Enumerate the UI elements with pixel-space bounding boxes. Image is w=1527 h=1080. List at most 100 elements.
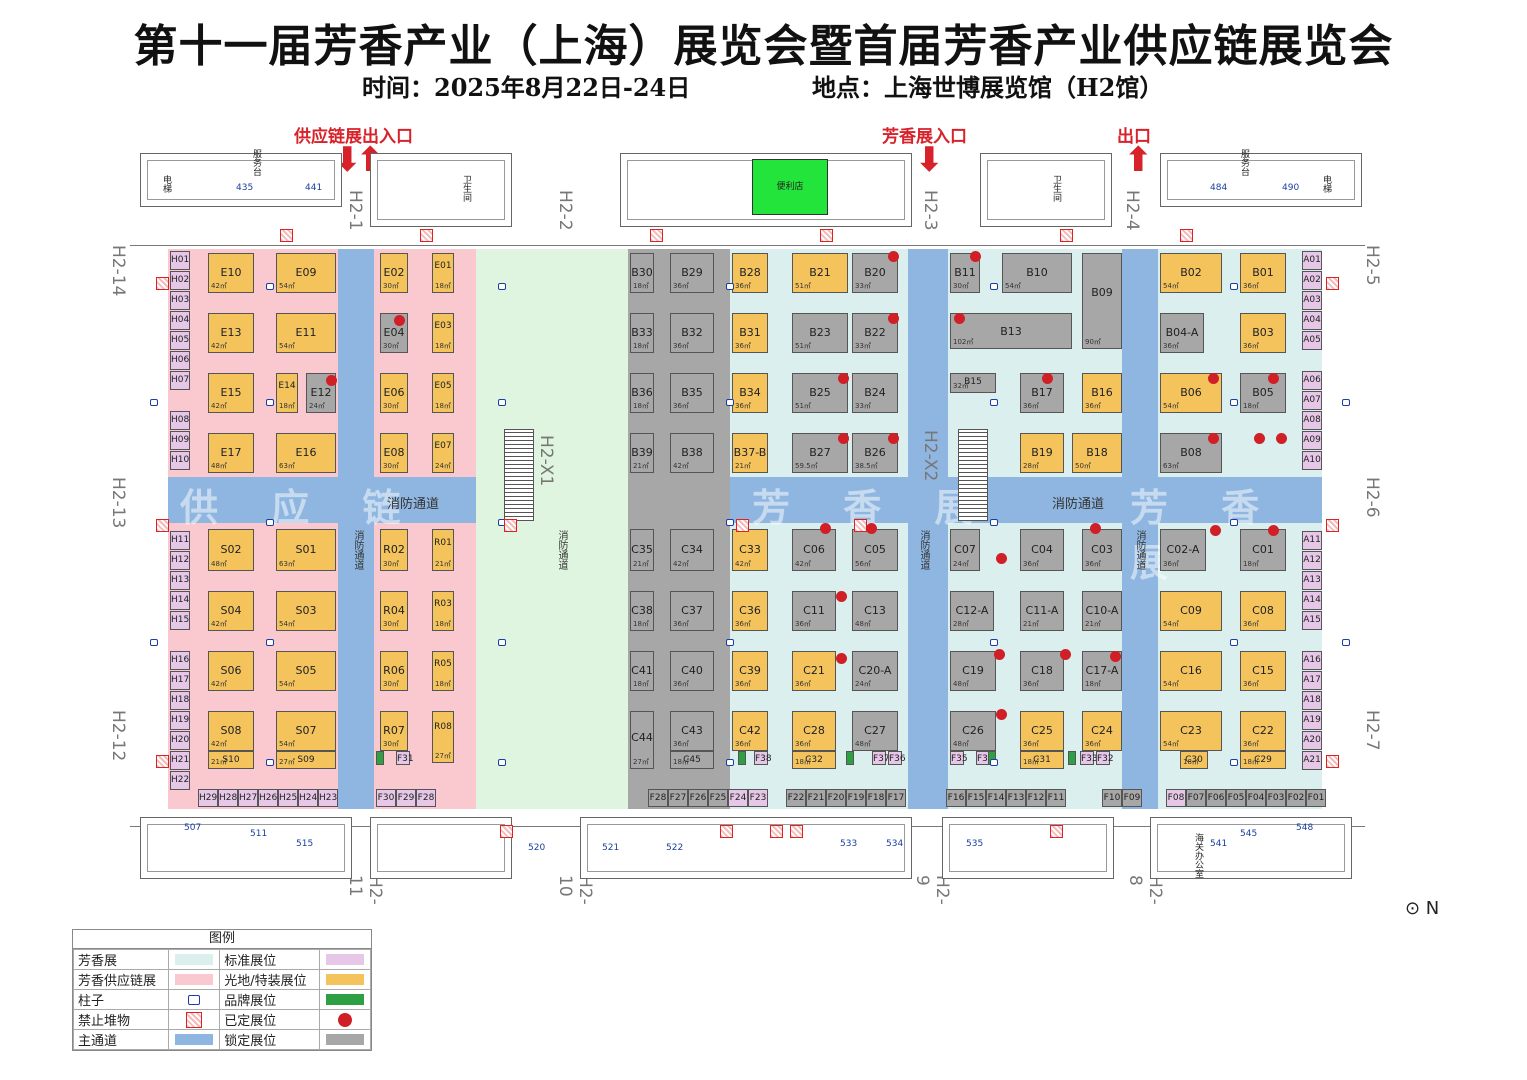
booth-f33[interactable]: F33 (1080, 751, 1098, 765)
booth-f09[interactable]: F09 (1122, 789, 1142, 807)
booth-f28[interactable]: F28 (416, 789, 436, 807)
booth-a01[interactable]: A01 (1302, 251, 1322, 270)
booth-h03[interactable]: H03 (170, 291, 190, 310)
booth-h02[interactable]: H02 (170, 271, 190, 290)
brand-booth[interactable] (846, 751, 854, 765)
booth-f30[interactable]: F30 (376, 789, 396, 807)
booth-h11[interactable]: H11 (170, 531, 190, 550)
booth-f27[interactable]: F27 (668, 789, 688, 807)
booth-a07[interactable]: A07 (1302, 391, 1322, 410)
booth-h10[interactable]: H10 (170, 451, 190, 470)
booth-h28[interactable]: H28 (218, 789, 238, 807)
booth-f16[interactable]: F16 (946, 789, 966, 807)
booth-a08[interactable]: A08 (1302, 411, 1322, 430)
booth-a14[interactable]: A14 (1302, 591, 1322, 610)
booth-f20[interactable]: F20 (826, 789, 846, 807)
booth-f04[interactable]: F04 (1246, 789, 1266, 807)
booth-f36[interactable]: F36 (888, 751, 906, 765)
booth-f17[interactable]: F17 (886, 789, 906, 807)
booth-a18[interactable]: A18 (1302, 691, 1322, 710)
booth-a05[interactable]: A05 (1302, 331, 1322, 350)
booth-f05[interactable]: F05 (1226, 789, 1246, 807)
brand-booth[interactable] (738, 751, 746, 765)
booth-f29[interactable]: F29 (396, 789, 416, 807)
booth-f10[interactable]: F10 (1102, 789, 1122, 807)
booth-h25[interactable]: H25 (278, 789, 298, 807)
brand-booth[interactable] (1068, 751, 1076, 765)
booth-f31[interactable]: F31 (396, 751, 414, 765)
booth-h12[interactable]: H12 (170, 551, 190, 570)
booth-f28[interactable]: F28 (648, 789, 668, 807)
booth-f22[interactable]: F22 (786, 789, 806, 807)
booth-f12[interactable]: F12 (1026, 789, 1046, 807)
booth-a19[interactable]: A19 (1302, 711, 1322, 730)
booth-h18[interactable]: H18 (170, 691, 190, 710)
booth-f38[interactable]: F38 (754, 751, 772, 765)
booth-f13[interactable]: F13 (1006, 789, 1026, 807)
booth-f02[interactable]: F02 (1286, 789, 1306, 807)
booth-h17[interactable]: H17 (170, 671, 190, 690)
booth-h15[interactable]: H15 (170, 611, 190, 630)
booth-h04[interactable]: H04 (170, 311, 190, 330)
booth-f03[interactable]: F03 (1266, 789, 1286, 807)
booth-a17[interactable]: A17 (1302, 671, 1322, 690)
booth-f19[interactable]: F19 (846, 789, 866, 807)
booth-f24[interactable]: F24 (728, 789, 748, 807)
booth-h21[interactable]: H21 (170, 751, 190, 770)
